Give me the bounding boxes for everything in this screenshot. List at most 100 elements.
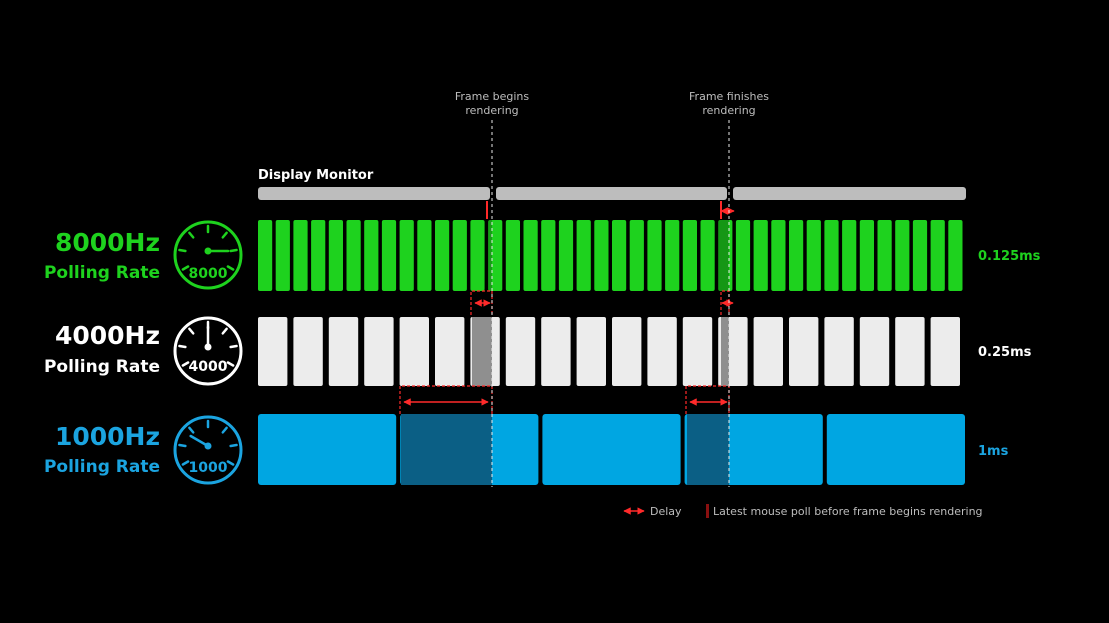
gauge-4000-text: 4000 bbox=[189, 359, 228, 375]
gauge-1000-icon bbox=[173, 415, 243, 485]
bar-8000hz bbox=[789, 220, 804, 291]
gauge-ring bbox=[173, 415, 243, 485]
display-segment-2 bbox=[496, 187, 727, 200]
interval-8000hz: 0.125ms bbox=[978, 249, 1041, 264]
gauge-tick bbox=[221, 231, 228, 239]
bars-4000hz bbox=[258, 317, 960, 386]
legend-delay-label: Delay bbox=[650, 505, 682, 518]
bar-8000hz bbox=[523, 220, 538, 291]
rate-4000hz-title: 4000Hz bbox=[55, 321, 160, 350]
bars-1000hz bbox=[258, 414, 965, 485]
shade-4000hz-finish bbox=[721, 317, 729, 386]
bar-4000hz bbox=[789, 317, 819, 386]
bar-8000hz bbox=[753, 220, 768, 291]
bar-1000hz bbox=[542, 414, 681, 485]
delay-box-3 bbox=[399, 385, 493, 414]
bar-4000hz bbox=[399, 317, 429, 386]
bar-4000hz bbox=[682, 317, 713, 386]
bar-8000hz bbox=[399, 220, 414, 291]
shade-1000hz-finish bbox=[687, 414, 729, 485]
bar-8000hz bbox=[912, 220, 928, 291]
gauge-tick bbox=[221, 327, 228, 335]
bar-4000hz bbox=[328, 317, 359, 386]
bar-8000hz bbox=[647, 220, 662, 291]
rate-1000hz-subtitle: Polling Rate bbox=[44, 457, 160, 477]
bar-8000hz bbox=[470, 220, 485, 291]
gauge-tick bbox=[188, 327, 195, 335]
bar-8000hz bbox=[311, 220, 326, 291]
bar-8000hz bbox=[842, 220, 857, 291]
rate-1000hz-title: 1000Hz bbox=[55, 422, 160, 451]
bar-8000hz bbox=[895, 220, 910, 291]
gauge-tick bbox=[229, 344, 238, 349]
gauge-tick bbox=[178, 248, 187, 253]
bar-8000hz bbox=[452, 220, 467, 291]
bar-8000hz bbox=[541, 220, 556, 291]
bar-8000hz bbox=[328, 220, 343, 291]
bar-8000hz bbox=[806, 220, 821, 291]
bar-4000hz bbox=[364, 317, 394, 386]
bar-8000hz bbox=[558, 220, 574, 291]
gauge-tick bbox=[188, 231, 195, 239]
interval-1000hz: 1ms bbox=[978, 444, 1009, 459]
gauge-hub bbox=[204, 247, 212, 255]
gauge-8000-text: 8000 bbox=[189, 266, 228, 282]
bar-4000hz bbox=[541, 317, 571, 386]
display-segment-1 bbox=[258, 187, 490, 200]
bar-4000hz bbox=[647, 317, 677, 386]
bar-8000hz bbox=[346, 220, 361, 291]
bar-4000hz bbox=[824, 317, 854, 386]
bar-4000hz bbox=[612, 317, 642, 386]
bar-4000hz bbox=[505, 317, 536, 386]
rate-4000hz-subtitle: Polling Rate bbox=[44, 357, 160, 377]
bar-8000hz bbox=[700, 220, 715, 291]
bar-8000hz bbox=[859, 220, 874, 291]
legend-latest-poll-label: Latest mouse poll before frame begins re… bbox=[713, 505, 983, 518]
bar-4000hz bbox=[293, 317, 323, 386]
bar-4000hz bbox=[753, 317, 783, 386]
bar-8000hz bbox=[682, 220, 697, 291]
delay-box-2 bbox=[720, 290, 730, 315]
gauge-tick bbox=[181, 361, 190, 367]
gauge-hub bbox=[204, 442, 212, 450]
bar-4000hz bbox=[258, 317, 288, 386]
shade-1000hz-begin bbox=[401, 414, 492, 485]
bar-8000hz bbox=[612, 220, 627, 291]
bar-4000hz bbox=[895, 317, 925, 386]
shade-8000hz-begin bbox=[486, 220, 492, 291]
rate-8000hz-subtitle: Polling Rate bbox=[44, 263, 160, 283]
bar-8000hz bbox=[417, 220, 432, 291]
poll-marker-begin bbox=[486, 201, 488, 219]
gauge-ring bbox=[173, 316, 243, 386]
gauge-tick bbox=[178, 443, 187, 448]
gauge-tick bbox=[226, 460, 235, 466]
bar-8000hz bbox=[258, 220, 273, 291]
bar-8000hz bbox=[293, 220, 308, 291]
display-segment-3 bbox=[733, 187, 966, 200]
bar-8000hz bbox=[771, 220, 786, 291]
bar-4000hz bbox=[576, 317, 606, 386]
display-monitor-bars bbox=[258, 187, 966, 200]
delay-overlays bbox=[399, 120, 735, 487]
bar-8000hz bbox=[488, 220, 503, 291]
interval-4000hz: 0.25ms bbox=[978, 345, 1032, 360]
gauge-tick bbox=[226, 361, 235, 367]
gauge-tick bbox=[229, 443, 238, 448]
bar-8000hz bbox=[877, 220, 892, 291]
bar-8000hz bbox=[505, 220, 520, 291]
bar-8000hz bbox=[718, 220, 733, 291]
shade-4000hz-begin bbox=[472, 317, 492, 386]
gauge-hub bbox=[204, 343, 212, 351]
bar-8000hz bbox=[381, 220, 397, 291]
marker-frame-begins-line1: Frame begins bbox=[455, 90, 530, 103]
bar-8000hz bbox=[275, 220, 290, 291]
bar-8000hz bbox=[930, 220, 945, 291]
gauge-tick bbox=[178, 344, 187, 349]
gauge-tick bbox=[188, 426, 195, 434]
rate-8000hz-title: 8000Hz bbox=[55, 228, 160, 257]
bar-4000hz bbox=[435, 317, 465, 386]
gauge-4000-icon bbox=[173, 316, 243, 386]
bar-4000hz bbox=[930, 317, 960, 386]
bar-8000hz bbox=[948, 220, 963, 291]
